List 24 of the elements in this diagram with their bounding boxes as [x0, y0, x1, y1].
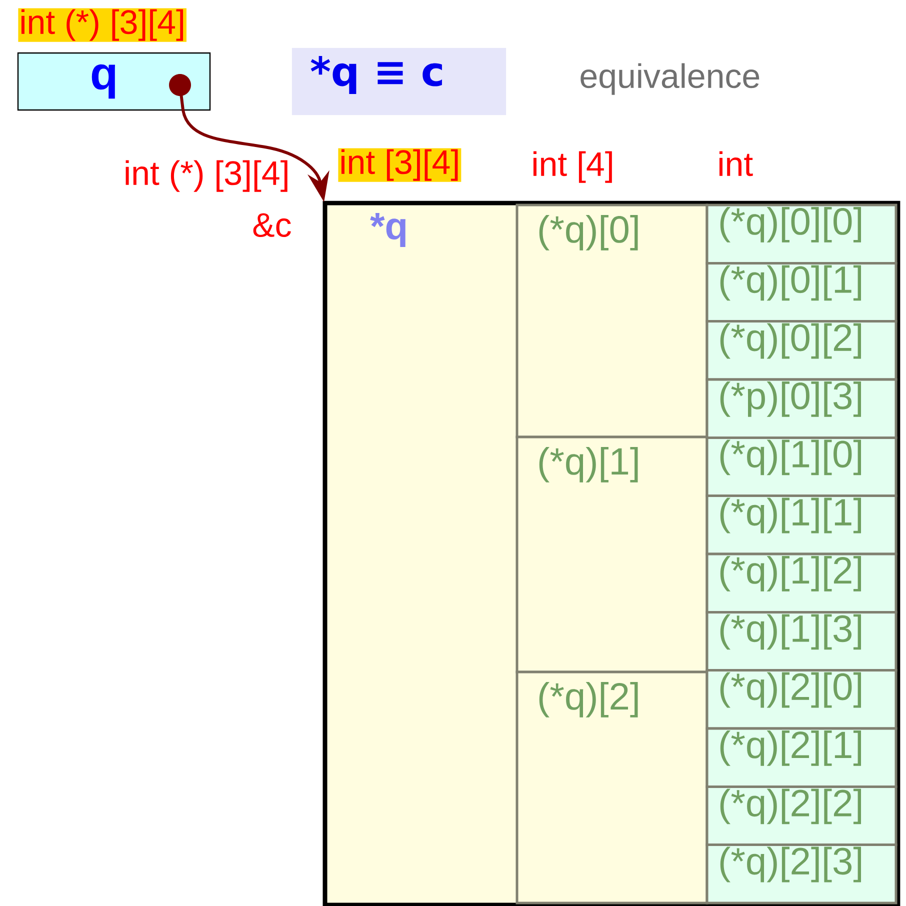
element-cell: (*q)[0][0] — [706, 204, 898, 264]
element-cell: (*q)[2][0] — [706, 669, 898, 730]
element-cell: (*q)[0][2] — [706, 320, 898, 381]
type-label: int — [719, 151, 753, 176]
element-cell: (*q)[1][1] — [706, 494, 898, 556]
edge-label: int (*) [3][4] — [124, 160, 290, 192]
element-cell: (*q)[0][1] — [706, 262, 898, 323]
type-label: int [4] — [533, 151, 612, 183]
row-box: (*q)[2] — [516, 670, 708, 904]
element-cell: (*q)[2][3] — [706, 844, 898, 904]
pointer-variable-box: q — [17, 52, 211, 111]
element-cell: (*q)[1][0] — [706, 436, 898, 498]
address-label: &c — [253, 213, 291, 238]
type-label: int [3][4] — [338, 148, 462, 182]
element-cell: (*q)[1][3] — [706, 610, 898, 672]
row-box: (*q)[0] — [516, 204, 708, 438]
element-cell: (*q)[2][1] — [706, 727, 898, 788]
element-cell: (*q)[1][2] — [706, 552, 898, 614]
element-cell: (*q)[2][2] — [706, 785, 898, 846]
equivalence-box: *q ≡ c — [292, 48, 506, 116]
element-cell: (*p)[0][3] — [706, 378, 898, 439]
row-box: (*q)[1] — [516, 436, 708, 674]
annotation: equivalence — [580, 63, 760, 95]
type-label: int (*) [3][4] — [18, 8, 186, 42]
